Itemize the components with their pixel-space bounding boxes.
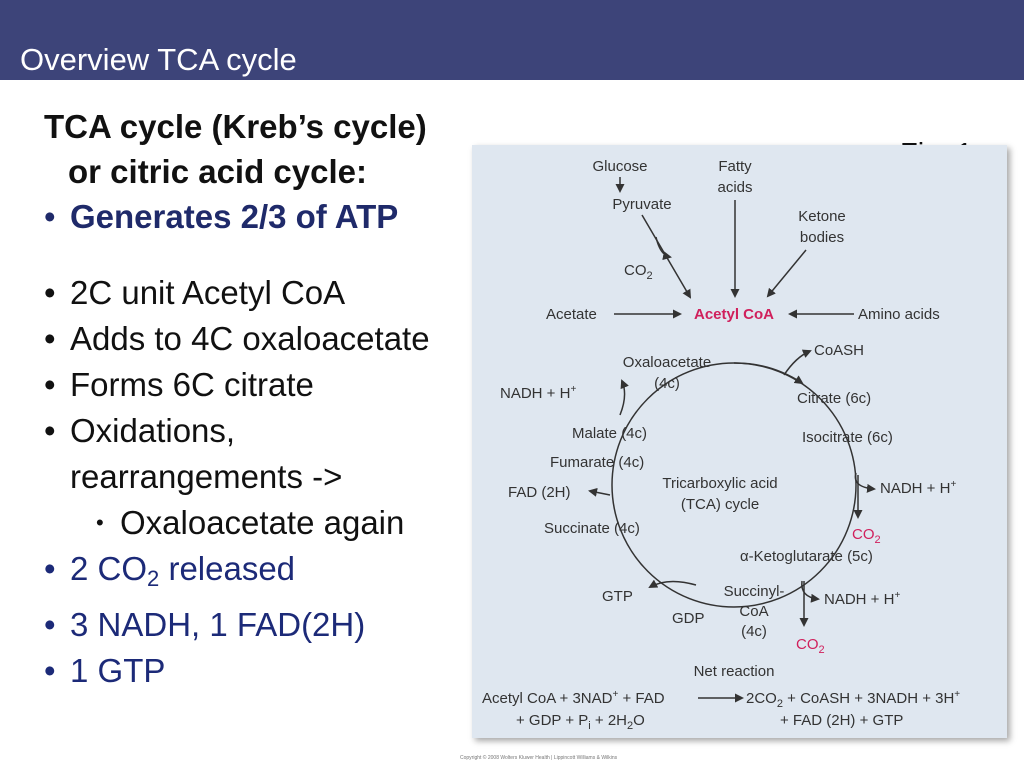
label-isocitrate: Isocitrate (6c) (802, 429, 893, 446)
slide-title: Overview TCA cycle (20, 42, 297, 77)
co2-prefix: 2 CO (70, 550, 148, 587)
label-nadh-left: NADH + H+ (500, 384, 576, 402)
co2-subscript: 2 (147, 566, 160, 591)
bullet-generates-atp-text: Generates 2/3 of ATP (70, 198, 399, 235)
label-acetyl-coa: Acetyl CoA (694, 306, 774, 323)
arrow-cycle-start (733, 362, 804, 385)
label-gdp: GDP (672, 610, 705, 627)
arrow-ketones-acetylcoa (766, 249, 807, 298)
tca-cycle-diagram: Glucose Pyruvate CO2 Fatty acids Ketone … (482, 158, 960, 732)
label-nadh-succinyl: NADH + H+ (824, 590, 900, 608)
bullet-acetyl-coa: 2C unit Acetyl CoA (44, 270, 514, 316)
label-succinyl: Succinyl- (724, 583, 785, 600)
bullet-rearrangements: rearrangements -> (70, 458, 343, 495)
bullet-citrate: Forms 6C citrate (44, 362, 514, 408)
label-pyruvate: Pyruvate (612, 196, 671, 213)
label-gtp-left: GTP (602, 588, 633, 605)
label-fad2h: FAD (2H) (508, 484, 571, 501)
arrow-gtp (648, 579, 697, 588)
sub-bullet-oxaloacetate-again: Oxaloacetate again (44, 500, 514, 546)
label-coash: CoASH (814, 342, 864, 359)
label-citrate: Citrate (6c) (797, 390, 871, 407)
label-succinate: Succinate (4c) (544, 520, 640, 537)
tca-cycle-figure: Glucose Pyruvate CO2 Fatty acids Ketone … (472, 145, 1007, 738)
label-bodies: bodies (800, 229, 844, 246)
arrow-coash-release (783, 349, 812, 376)
label-glucose: Glucose (592, 158, 647, 175)
label-co2-top: CO2 (624, 262, 653, 282)
label-ketone: Ketone (798, 208, 846, 225)
heading-line-2: or citric acid cycle: (68, 153, 367, 190)
equation-line-1-left: Acetyl CoA + 3NAD+ + FAD (482, 689, 665, 707)
label-co2-succinyl: CO2 (796, 636, 825, 656)
label-malate: Malate (4c) (572, 425, 647, 442)
label-tca-line1: Tricarboxylic acid (662, 475, 777, 492)
label-co2-isocitrate: CO2 (852, 526, 881, 546)
bullet-nadh-fad: 3 NADH, 1 FAD(2H) (44, 602, 514, 648)
label-net-reaction: Net reaction (694, 663, 775, 680)
label-succinyl-coa: CoA (739, 603, 768, 620)
label-acetate: Acetate (546, 306, 597, 323)
equation-line-2-right: + FAD (2H) + GTP (780, 712, 903, 729)
bullet-generates-atp: Generates 2/3 of ATP (44, 194, 514, 240)
slide-header: Overview TCA cycle (0, 0, 1024, 80)
label-succinyl-4c: (4c) (741, 623, 767, 640)
spacer (44, 240, 514, 270)
co2-suffix: released (159, 550, 296, 587)
label-nadh-isocitrate: NADH + H+ (880, 479, 956, 497)
arrow-nadh-succinyl (801, 580, 820, 603)
label-oxaloacetate: Oxaloacetate (623, 354, 711, 371)
label-acids: acids (717, 179, 752, 196)
label-amino-acids: Amino acids (858, 306, 940, 323)
label-fatty: Fatty (718, 158, 752, 175)
arrow-fad2h (588, 487, 611, 497)
bullet-co2-released: 2 CO2 released (44, 546, 514, 602)
equation-line-2-left: + GDP + Pi + 2H2O (516, 712, 645, 732)
label-fumarate: Fumarate (4c) (550, 454, 644, 471)
bullet-gtp: 1 GTP (44, 648, 514, 694)
arrow-nadh-left (619, 379, 629, 416)
bullet-oxidations: Oxidations, (44, 408, 514, 454)
label-alpha-ketoglutarate: α-Ketoglutarate (5c) (740, 548, 873, 565)
equation-line-1-right: 2CO2 + CoASH + 3NADH + 3H+ (746, 689, 960, 710)
label-oxaloacetate-4c: (4c) (654, 375, 680, 392)
heading-line-1: TCA cycle (Kreb’s cycle) (44, 108, 427, 145)
copyright-notice: Copyright © 2008 Wolters Kluwer Health |… (460, 755, 618, 761)
label-tca-line2: (TCA) cycle (681, 496, 759, 513)
bullet-oxaloacetate: Adds to 4C oxaloacetate (44, 316, 514, 362)
arrow-co2-release-top (655, 236, 672, 261)
slide-body: TCA cycle (Kreb’s cycle) or citric acid … (44, 104, 514, 694)
